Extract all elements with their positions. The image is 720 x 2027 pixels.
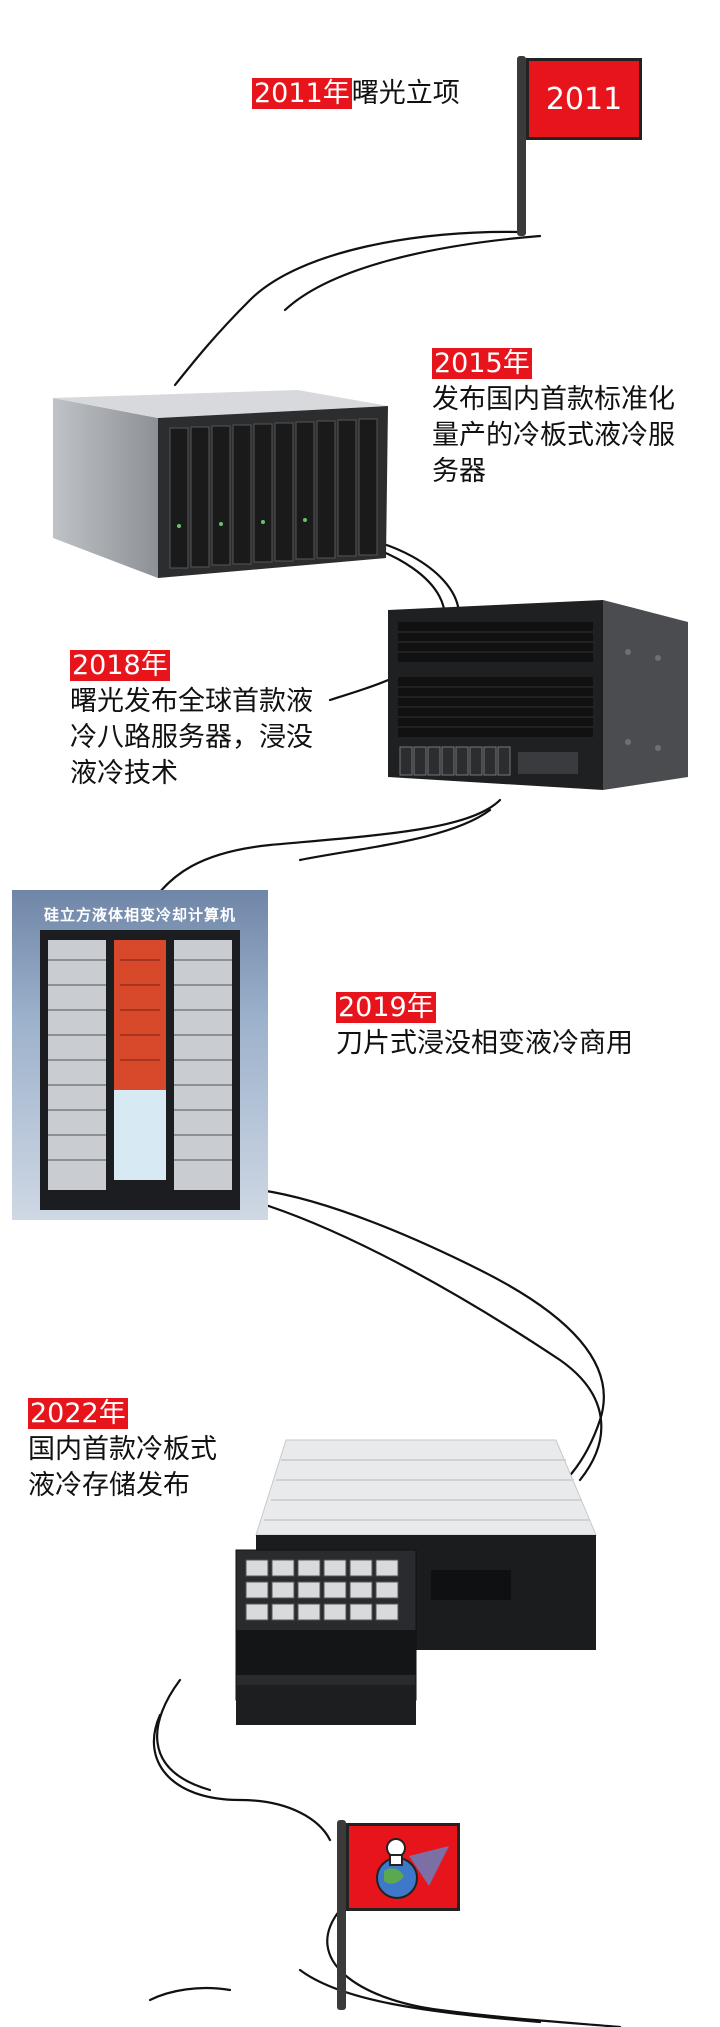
end-flag-pole [337,1820,346,2010]
milestone-text: 量产的冷板式液冷服 [432,420,675,451]
milestone-2022: 2022年 国内首款冷板式 液冷存储发布 [28,1396,217,1504]
eight-way-server-image [388,592,688,792]
storage-server-image [226,1430,604,1730]
milestone-year: 2022年 [28,1398,128,1429]
milestone-year: 2018年 [70,650,170,681]
blade-server-image [48,388,388,588]
astronaut-globe-icon [376,1838,449,1899]
milestone-2015: 2015年 发布国内首款标准化 量产的冷板式液冷服 务器 [432,346,675,490]
milestone-2019: 2019年 刀片式浸没相变液冷商用 [336,990,633,1062]
start-flag-label: 2011 [545,81,623,117]
milestone-text: 刀片式浸没相变液冷商用 [336,1028,633,1059]
milestone-text: 发布国内首款标准化 [432,384,675,415]
milestone-year: 2011年 [252,78,352,109]
milestone-text: 国内首款冷板式 [28,1434,217,1465]
silicon-cube-computer-photo: 硅立方液体相变冷却计算机 [12,890,268,1220]
milestone-text: 务器 [432,456,486,487]
milestone-2018: 2018年 曙光发布全球首款液 冷八路服务器，浸没 液冷技术 [70,648,313,792]
milestone-text: 液冷技术 [70,758,178,789]
end-flag [346,1823,460,1911]
milestone-year: 2019年 [336,992,436,1023]
milestone-2011: 2011年曙光立项 [252,76,460,112]
milestone-text: 曙光发布全球首款液 [70,686,313,717]
milestone-text: 冷八路服务器，浸没 [70,722,313,753]
milestone-text: 液冷存储发布 [28,1470,190,1501]
milestone-year: 2015年 [432,348,532,379]
photo-sign-text: 硅立方液体相变冷却计算机 [43,906,236,924]
start-flag-pole [517,56,526,236]
milestone-text: 曙光立项 [351,78,460,109]
start-flag: 2011 [526,58,642,140]
